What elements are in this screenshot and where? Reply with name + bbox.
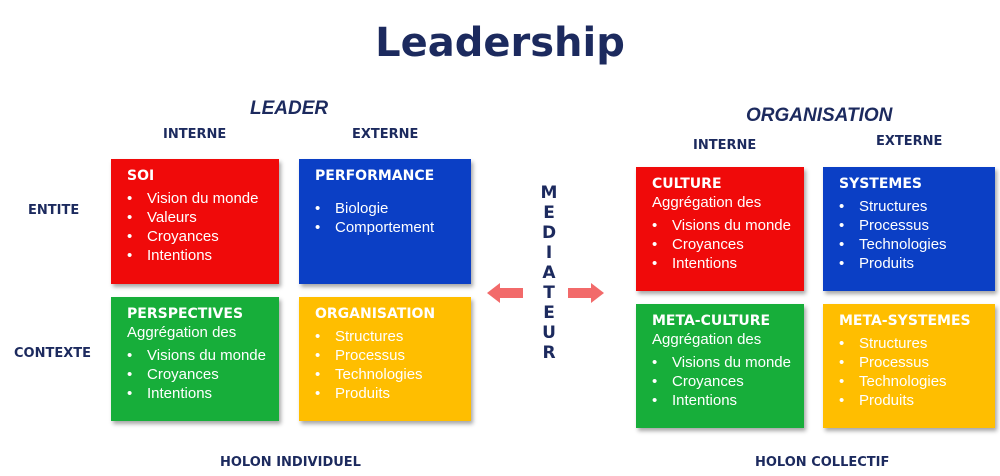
mediator-letter: D <box>541 223 557 243</box>
list-item: Visions du monde <box>652 353 804 372</box>
mediator-letter: T <box>543 283 555 303</box>
list-item: Processus <box>839 216 995 235</box>
mediator-letter: E <box>543 203 555 223</box>
list-item: Produits <box>839 254 995 273</box>
right-arrow-icon <box>568 283 604 303</box>
list-item: Structures <box>839 197 995 216</box>
box-soi-title: SOI <box>127 168 155 184</box>
box-soi: SOI Vision du monde Valeurs Croyances In… <box>111 159 279 284</box>
list-item: Processus <box>315 346 471 365</box>
box-meta-systemes: META-SYSTEMES Structures Processus Techn… <box>823 304 995 428</box>
box-meta-culture-title: META-CULTURE <box>652 313 771 329</box>
box-organisation-list: Structures Processus Technologies Produi… <box>315 327 471 403</box>
list-item: Technologies <box>315 365 471 384</box>
list-item: Visions du monde <box>652 216 804 235</box>
mediator-letter: R <box>542 343 556 363</box>
list-item: Intentions <box>652 391 804 410</box>
box-systemes: SYSTEMES Structures Processus Technologi… <box>823 167 995 291</box>
list-item: Comportement <box>315 218 471 237</box>
box-systemes-list: Structures Processus Technologies Produi… <box>839 197 995 273</box>
box-performance: PERFORMANCE Biologie Comportement <box>299 159 471 284</box>
list-item: Visions du monde <box>127 346 279 365</box>
list-item: Technologies <box>839 372 995 391</box>
list-item: Intentions <box>652 254 804 273</box>
organisation-externe-label: EXTERNE <box>876 134 943 149</box>
box-perspectives-title: PERSPECTIVES <box>127 306 244 322</box>
mediator-letter: A <box>542 263 556 283</box>
box-organisation-title: ORGANISATION <box>315 306 436 322</box>
box-culture-subtitle: Aggrégation des <box>652 194 762 211</box>
organisation-interne-label: INTERNE <box>693 138 757 153</box>
list-item: Intentions <box>127 246 279 265</box>
mediator-letter: U <box>542 323 556 343</box>
mediator-vertical-label: M E D I A T E U R <box>537 183 561 363</box>
list-item: Vision du monde <box>127 189 279 208</box>
list-item: Structures <box>315 327 471 346</box>
list-item: Intentions <box>127 384 279 403</box>
box-culture-title: CULTURE <box>652 176 722 192</box>
box-meta-culture-subtitle: Aggrégation des <box>652 331 762 348</box>
box-perspectives-subtitle: Aggrégation des <box>127 324 237 341</box>
box-performance-title: PERFORMANCE <box>315 168 435 184</box>
page-title: Leadership <box>375 20 625 66</box>
footer-holon-collectif: HOLON COLLECTIF <box>755 455 890 470</box>
list-item: Produits <box>315 384 471 403</box>
leader-interne-label: INTERNE <box>163 127 227 142</box>
list-item: Valeurs <box>127 208 279 227</box>
box-culture: CULTURE Aggrégation des Visions du monde… <box>636 167 804 291</box>
organisation-heading: ORGANISATION <box>746 105 893 126</box>
box-culture-list: Visions du monde Croyances Intentions <box>652 216 804 273</box>
box-meta-systemes-list: Structures Processus Technologies Produi… <box>839 334 995 410</box>
box-meta-systemes-title: META-SYSTEMES <box>839 313 971 329</box>
list-item: Biologie <box>315 199 471 218</box>
left-arrow-icon <box>487 283 523 303</box>
list-item: Structures <box>839 334 995 353</box>
box-performance-list: Biologie Comportement <box>315 199 471 237</box>
box-soi-list: Vision du monde Valeurs Croyances Intent… <box>127 189 279 265</box>
footer-holon-individuel: HOLON INDIVIDUEL <box>220 455 361 470</box>
list-item: Croyances <box>652 372 804 391</box>
mediator-letter: M <box>540 183 558 203</box>
box-perspectives-list: Visions du monde Croyances Intentions <box>127 346 279 403</box>
box-meta-culture-list: Visions du monde Croyances Intentions <box>652 353 804 410</box>
list-item: Croyances <box>127 227 279 246</box>
box-systemes-title: SYSTEMES <box>839 176 922 192</box>
list-item: Croyances <box>127 365 279 384</box>
mediator-letter: I <box>545 243 553 263</box>
list-item: Produits <box>839 391 995 410</box>
list-item: Processus <box>839 353 995 372</box>
row-label-contexte: CONTEXTE <box>14 346 91 361</box>
leader-heading: LEADER <box>250 98 329 119</box>
list-item: Technologies <box>839 235 995 254</box>
mediator-letter: E <box>543 303 555 323</box>
leader-externe-label: EXTERNE <box>352 127 419 142</box>
box-organisation: ORGANISATION Structures Processus Techno… <box>299 297 471 421</box>
list-item: Croyances <box>652 235 804 254</box>
row-label-entite: ENTITE <box>28 203 80 218</box>
box-meta-culture: META-CULTURE Aggrégation des Visions du … <box>636 304 804 428</box>
box-perspectives: PERSPECTIVES Aggrégation des Visions du … <box>111 297 279 421</box>
